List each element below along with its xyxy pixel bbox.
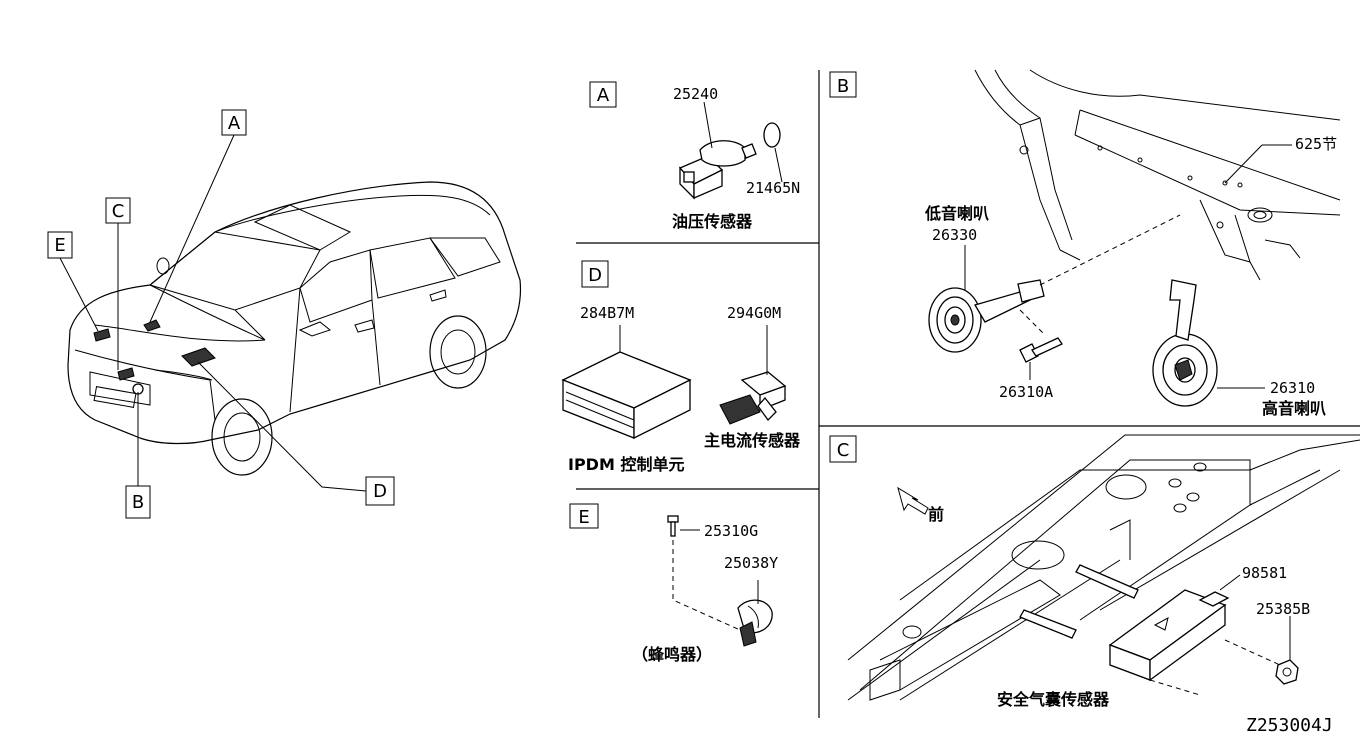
- horn-bolt: [1019, 337, 1063, 380]
- panel-dividers: [576, 70, 1360, 718]
- panel-d-label: D: [581, 260, 609, 288]
- part-26310: 26310: [1270, 379, 1315, 397]
- panel-a-caption: 油压传感器: [672, 212, 753, 231]
- part-625: 625节: [1295, 135, 1337, 153]
- callout-b: B: [125, 485, 151, 519]
- callout-e: E: [47, 231, 73, 259]
- vehicle-illustration: [67, 181, 522, 476]
- high-horn-caption: 高音喇叭: [1262, 399, 1326, 418]
- svg-text:A: A: [597, 85, 610, 106]
- high-horn: [1152, 279, 1265, 407]
- part-21465N: 21465N: [746, 179, 800, 197]
- svg-text:D: D: [373, 481, 387, 502]
- panel-e-label: E: [569, 503, 599, 529]
- airbag-sensor-caption: 安全气囊传感器: [997, 690, 1110, 709]
- diagram-id: Z253004J: [1246, 715, 1333, 736]
- part-98581: 98581: [1242, 564, 1287, 582]
- svg-text:E: E: [578, 507, 589, 528]
- main-current-sensor: [719, 325, 787, 425]
- part-26310A: 26310A: [999, 383, 1053, 401]
- svg-text:D: D: [588, 265, 602, 286]
- part-25385B: 25385B: [1256, 600, 1310, 618]
- low-horn: [928, 245, 1045, 353]
- svg-text:C: C: [837, 440, 850, 461]
- ipdm-control-unit: [561, 325, 692, 440]
- panel-a-label: A: [589, 81, 617, 108]
- floor-frame: [847, 434, 1361, 701]
- svg-text:B: B: [132, 492, 144, 513]
- panel-c-label: C: [829, 435, 857, 463]
- oil-pressure-sensor: [678, 140, 757, 200]
- airbag-sensor-nut: [1275, 616, 1299, 685]
- callout-leaders: [59, 134, 367, 492]
- buzzer-bolt: [667, 515, 700, 537]
- front-direction-label: 前: [928, 505, 944, 524]
- svg-text:B: B: [837, 76, 849, 97]
- buzzer: [737, 580, 773, 647]
- part-25310G: 25310G: [704, 522, 758, 540]
- part-294G0M: 294G0M: [727, 304, 781, 322]
- part-25240: 25240: [673, 85, 718, 103]
- svg-text:A: A: [228, 113, 241, 134]
- low-horn-caption: 低音喇叭: [924, 204, 989, 223]
- airbag-sensor-studs: [1019, 564, 1139, 639]
- ipdm-caption: IPDM 控制单元: [568, 455, 684, 474]
- current-sensor-caption: 主电流传感器: [704, 431, 801, 450]
- sealing-washer: [763, 122, 781, 148]
- callout-a: A: [221, 109, 247, 136]
- svg-text:C: C: [112, 201, 125, 222]
- part-25038Y: 25038Y: [724, 554, 778, 572]
- svg-text:E: E: [54, 235, 65, 256]
- panel-b-label: B: [829, 71, 857, 98]
- callout-c: C: [105, 197, 131, 224]
- buzzer-caption: （蜂鸣器）: [632, 645, 712, 664]
- front-arrow: [897, 486, 929, 515]
- part-284B7M: 284B7M: [580, 304, 634, 322]
- part-26330: 26330: [932, 226, 977, 244]
- airbag-sensor: [1108, 574, 1241, 682]
- callout-d: D: [365, 476, 395, 506]
- radiator-core-frame: [974, 69, 1341, 281]
